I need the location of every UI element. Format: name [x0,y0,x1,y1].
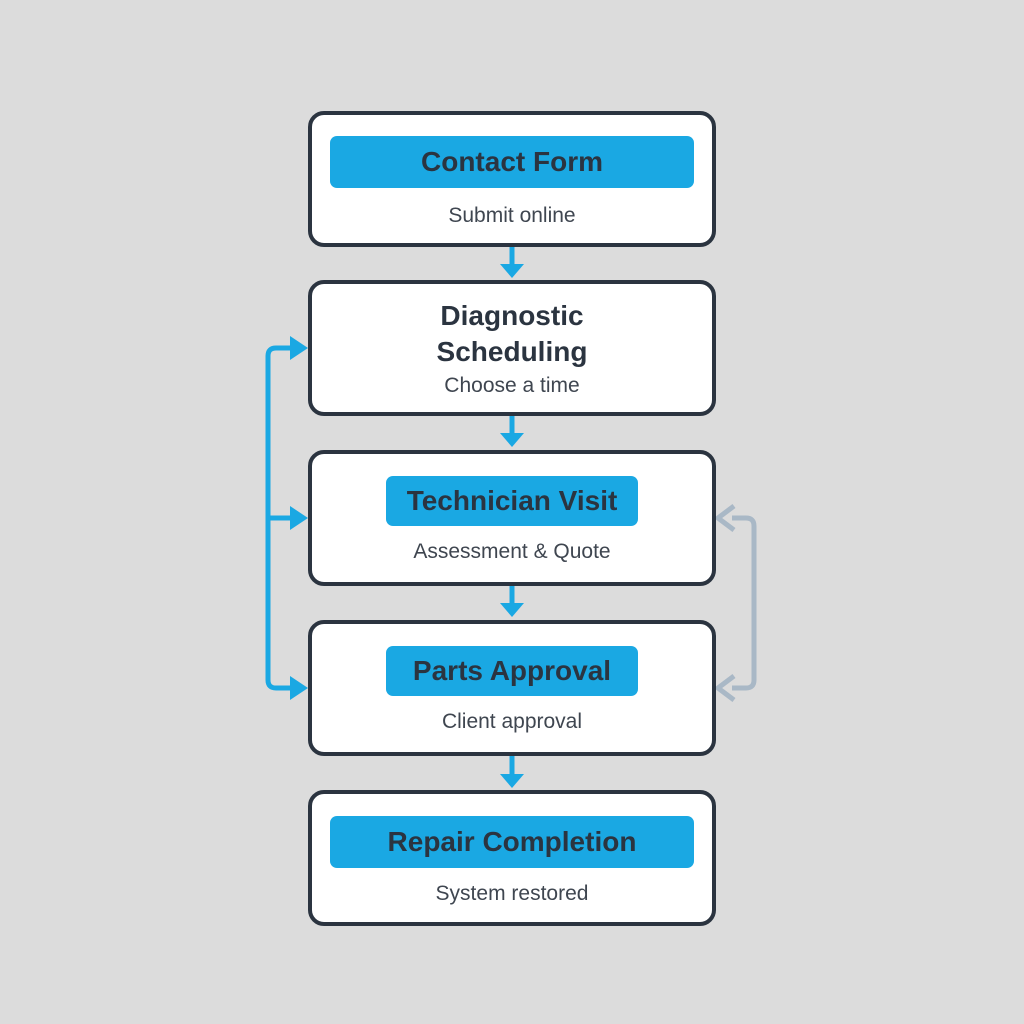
main-flow-arrows [500,246,524,788]
right-arrowhead-parts [715,674,736,702]
arrow-diagnostic-to-technician [500,415,524,447]
step-diagnostic-scheduling: Diagnostic Scheduling Choose a time [308,280,716,416]
step-repair-completion: Repair Completion System restored [308,790,716,926]
step-title-repair-completion: Repair Completion [330,816,694,868]
step-title-contact-form: Contact Form [330,136,694,188]
right-arrowhead-technician [715,504,736,532]
step-subtitle-contact-form: Submit online [448,204,576,227]
left-arrowhead-diagnostic [290,336,308,360]
step-title-diagnostic-scheduling: Diagnostic Scheduling [436,300,588,367]
arrow-technician-to-parts [500,585,524,617]
step-title-parts-approval: Parts Approval [386,646,638,696]
arrow-contact-to-diagnostic [500,246,524,278]
step-subtitle-parts-approval: Client approval [441,710,583,733]
step-subtitle-repair-completion: System restored [435,882,589,905]
step-subtitle-technician-visit: Assessment & Quote [413,540,611,563]
left-loop-connector [265,336,308,700]
right-loop-connector [715,504,757,702]
step-contact-form: Contact Form Submit online [308,111,716,247]
step-title-technician-visit: Technician Visit [386,476,638,526]
left-arrowhead-parts [290,676,308,700]
step-subtitle-diagnostic-scheduling: Choose a time [444,374,580,397]
left-arrowhead-technician [290,506,308,530]
step-technician-visit: Technician Visit Assessment & Quote [308,450,716,586]
arrow-parts-to-repair [500,756,524,788]
step-parts-approval: Parts Approval Client approval [308,620,716,756]
